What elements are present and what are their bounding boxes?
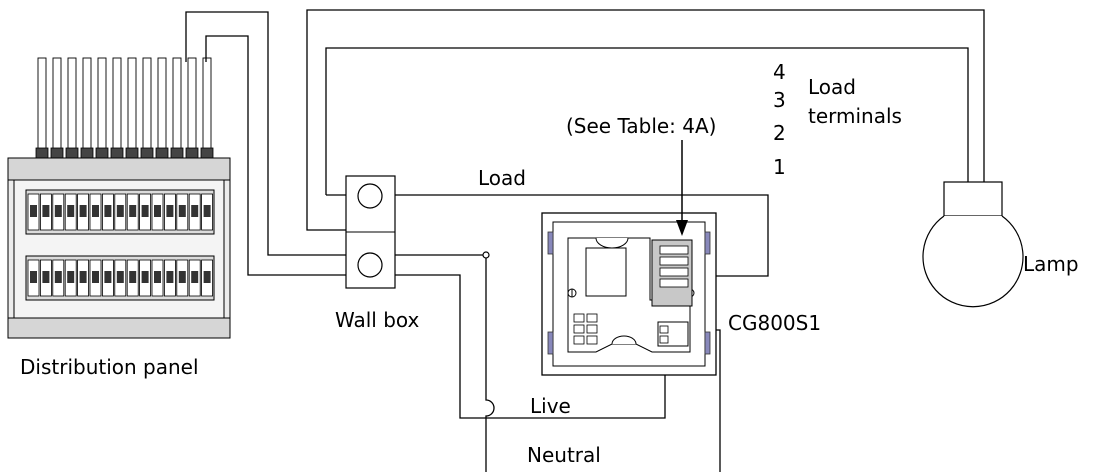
breaker-handle: [79, 271, 87, 283]
cable-gland: [155, 147, 169, 159]
breaker-handle: [129, 205, 137, 217]
circuit-breakers: [27, 193, 214, 297]
cable-gland: [185, 147, 199, 159]
cable-tube: [157, 57, 167, 151]
breaker-handle: [154, 205, 161, 217]
wall-box: [345, 175, 396, 289]
cable-tube: [142, 57, 152, 151]
breaker-handle: [154, 271, 161, 283]
breaker-handle: [79, 205, 87, 217]
cable-tube: [202, 57, 212, 151]
wall-box-label: Wall box: [335, 308, 420, 332]
lamp-wire-outer: [306, 9, 985, 185]
live-wire: [394, 274, 666, 419]
cable-tube: [172, 57, 182, 151]
breaker-handle: [104, 205, 112, 217]
load-label: Load: [478, 166, 526, 190]
breaker-handle: [54, 271, 62, 283]
breaker-handle: [129, 271, 137, 283]
breaker-handle: [141, 205, 149, 217]
breaker-handle: [141, 271, 149, 283]
lamp-wire-inner: [325, 47, 969, 195]
lamp: [922, 181, 1024, 308]
cable-tube: [37, 57, 47, 151]
feed-wire-outer: [185, 11, 348, 256]
breaker-handle: [92, 205, 99, 217]
lamp-return-link: [306, 185, 348, 231]
load-wire: [394, 194, 769, 277]
cable-gland: [125, 147, 139, 159]
cable-gland: [65, 147, 79, 159]
cable-gland: [110, 147, 124, 159]
breaker-handle: [203, 271, 211, 283]
load-terminals-label-1: Load: [808, 75, 856, 99]
cable-gland: [140, 147, 154, 159]
live-label: Live: [530, 394, 571, 418]
distribution-panel-label: Distribution panel: [20, 355, 199, 379]
cable-gland: [95, 147, 109, 159]
breaker-handle: [67, 271, 75, 283]
device-label: CG800S1: [728, 311, 821, 335]
breaker-handle: [116, 205, 124, 217]
cable-tube: [67, 57, 77, 151]
breaker-handle: [67, 205, 75, 217]
terminal-number: 3: [773, 88, 786, 112]
terminal-pointer-arrow: [676, 140, 688, 236]
cable-gland: [200, 147, 214, 159]
terminal-number: 1: [773, 155, 786, 179]
wires: [185, 9, 985, 472]
terminal-number: 2: [773, 121, 786, 145]
see-table-label: (See Table: 4A): [566, 114, 717, 138]
breaker-handle: [54, 205, 62, 217]
breaker-handle: [104, 271, 112, 283]
cable-tube: [187, 57, 197, 151]
breaker-handle: [178, 271, 186, 283]
breaker-handle: [191, 271, 199, 283]
breaker-handle: [30, 271, 37, 283]
cable-tube: [97, 57, 107, 151]
feed-wire-inner: [205, 35, 348, 276]
breaker-handle: [166, 271, 174, 283]
breaker-handle: [30, 205, 37, 217]
cable-tube: [52, 57, 62, 151]
load-terminals-label-2: terminals: [808, 104, 902, 128]
cable-gland: [80, 147, 94, 159]
cable-gland: [170, 147, 184, 159]
breaker-handle: [42, 271, 50, 283]
terminal-number: 4: [773, 60, 786, 84]
breaker-handle: [42, 205, 50, 217]
junction-dot: [482, 251, 490, 259]
breaker-handle: [203, 205, 211, 217]
distribution-panel: [7, 57, 231, 339]
lamp-label: Lamp: [1023, 252, 1079, 276]
panel-cable-tubes: [35, 57, 214, 159]
neutral-label: Neutral: [527, 443, 601, 467]
neutral-wire: [485, 255, 495, 472]
breaker-handle: [166, 205, 174, 217]
cable-tube: [127, 57, 137, 151]
breaker-handle: [191, 205, 199, 217]
breaker-handle: [178, 205, 186, 217]
cg800s1-device: [541, 212, 717, 376]
cable-tube: [82, 57, 92, 151]
cable-gland: [35, 147, 49, 159]
cable-gland: [50, 147, 64, 159]
breaker-handle: [116, 271, 124, 283]
breaker-handle: [92, 271, 99, 283]
cable-tube: [112, 57, 122, 151]
